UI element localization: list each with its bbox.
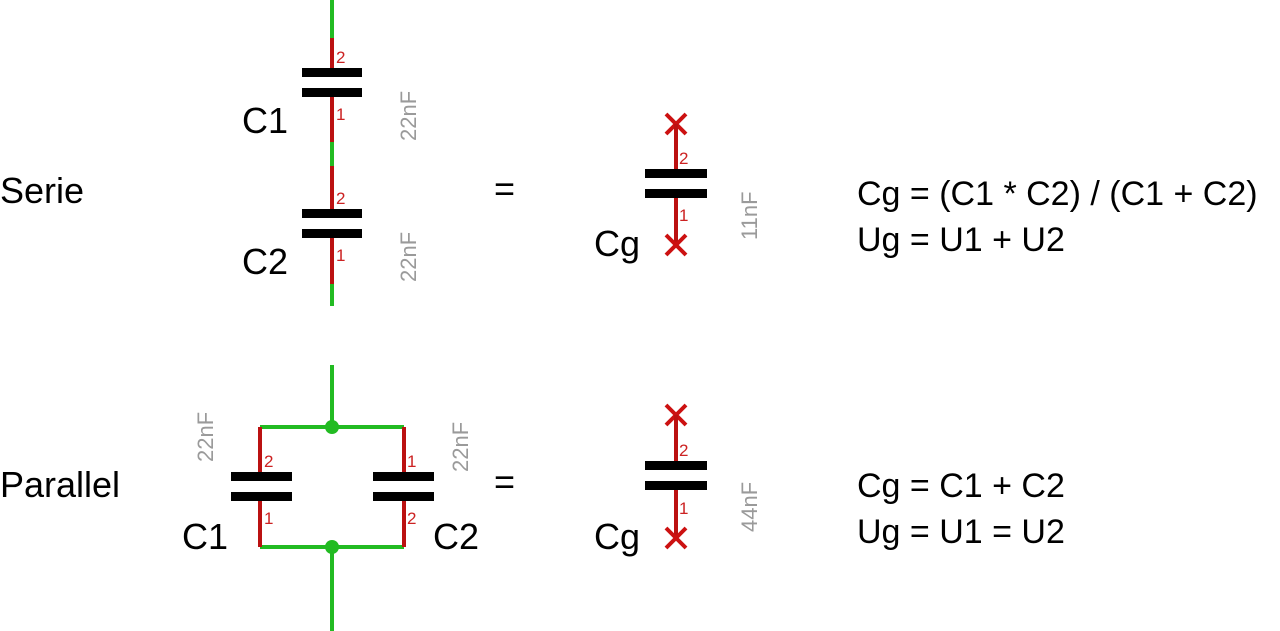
parallel-formula-voltage: Ug = U1 = U2 [857,513,1065,551]
parallel-equals-sign: = [494,461,515,502]
parallel-c2-value: 22nF [448,422,473,472]
series-formula-capacitance: Cg = (C1 * C2) / (C1 + C2) [857,175,1258,213]
parallel-capacitor-cg: 2 1 Cg 44nF [594,403,762,557]
parallel-formula-capacitance: Cg = C1 + C2 [857,467,1065,505]
parallel-cg-ref: Cg [594,516,640,557]
series-capacitor-cg: 2 1 Cg 11nF [594,112,762,264]
no-connect-icon [664,526,688,550]
parallel-cg-value: 44nF [737,482,762,532]
parallel-c1-pin-top: 2 [264,452,273,471]
series-c1-pin-top: 2 [336,48,345,67]
parallel-c1-pin-bottom: 1 [264,509,273,528]
series-c1-value: 22nF [396,91,421,141]
parallel-capacitor-c1: 2 1 C1 22nF [182,412,292,557]
parallel-c2-pin-bottom: 2 [407,509,416,528]
parallel-c2-ref: C2 [433,516,479,557]
parallel-c1-ref: C1 [182,516,228,557]
series-c2-ref: C2 [242,241,288,282]
no-connect-icon [664,233,688,257]
series-cg-pin-top: 2 [679,149,688,168]
series-equals-sign: = [494,168,515,209]
series-c2-value: 22nF [396,232,421,282]
series-cg-value: 11nF [737,191,762,240]
series-c2-pin-bottom: 1 [336,246,345,265]
parallel-capacitor-c2: 1 2 C2 22nF [373,422,479,557]
parallel-cg-pin-top: 2 [679,441,688,460]
junction-dot-bottom [325,540,339,554]
junction-dot-top [325,420,339,434]
parallel-c2-pin-top: 1 [407,452,416,471]
series-c1-ref: C1 [242,100,288,141]
parallel-cg-pin-bottom: 1 [679,499,688,518]
series-capacitor-c1: 2 1 C1 22nF [242,38,421,142]
series-title: Serie [0,170,84,211]
series-cg-pin-bottom: 1 [679,206,688,225]
series-cg-ref: Cg [594,223,640,264]
series-formula-voltage: Ug = U1 + U2 [857,221,1065,259]
series-c2-pin-top: 2 [336,189,345,208]
series-c1-pin-bottom: 1 [336,105,345,124]
parallel-c1-value: 22nF [193,412,218,462]
parallel-title: Parallel [0,464,120,505]
series-capacitor-c2: 2 1 C2 22nF [242,166,421,284]
